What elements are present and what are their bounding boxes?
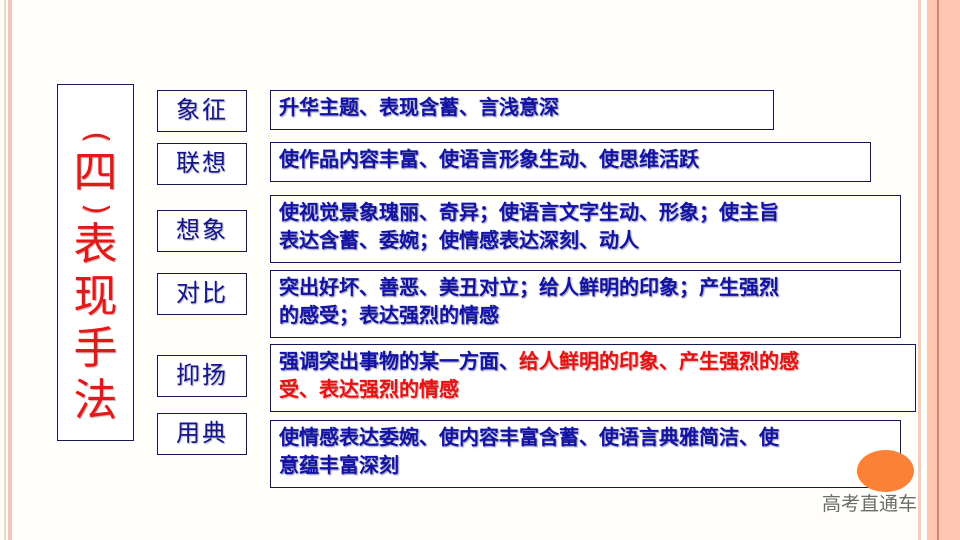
decorative-stripe-right: [918, 0, 921, 540]
technique-desc-imagination: 使视觉景象瑰丽、奇异；使语言文字生动、形象；使主旨 表达含蓄、委婉；使情感表达深…: [270, 195, 901, 263]
decorative-stripe-right: [937, 0, 939, 540]
decorative-stripe-left: [8, 0, 12, 540]
technique-desc-symbolism: 升华主题、表现含蓄、言浅意深: [270, 90, 774, 130]
decorative-stripe-right: [927, 0, 960, 540]
desc-text: 使作品内容丰富、使语言形象生动、使思维活跃: [279, 147, 699, 171]
desc-line: 强调突出事物的某一方面、给人鲜明的印象、产生强烈的感: [279, 347, 907, 375]
close-paren: ): [78, 203, 114, 215]
desc-line: 使情感表达委婉、使内容丰富含蓄、使语言典雅简洁、使: [279, 425, 779, 449]
desc-line: 使视觉景象瑰丽、奇异；使语言文字生动、形象；使主旨: [279, 200, 779, 224]
decorative-stripe-left: [4, 0, 6, 540]
decorative-stripe-right: [923, 0, 927, 540]
orange-circle-decoration: [857, 450, 914, 492]
technique-label-suppression-elevation: 抑扬: [157, 355, 247, 397]
desc-line: 突出好坏、善恶、美丑对立；给人鲜明的印象；产生强烈: [279, 275, 779, 299]
desc-text: 升华主题、表现含蓄、言浅意深: [279, 95, 559, 119]
title-char: 法: [73, 375, 118, 426]
title-char: 四: [73, 147, 118, 198]
title-char: 手: [73, 323, 118, 374]
open-paren: (: [78, 131, 114, 143]
desc-text-blue: 强调突出事物的某一方面、: [279, 349, 519, 373]
section-title-box: ( 四 ) 表 现 手 法: [57, 84, 134, 441]
desc-line: 的感受；表达强烈的情感: [279, 303, 499, 327]
technique-label-association: 联想: [157, 143, 247, 185]
technique-desc-association: 使作品内容丰富、使语言形象生动、使思维活跃: [270, 142, 871, 182]
technique-desc-suppression-elevation: 强调突出事物的某一方面、给人鲜明的印象、产生强烈的感 受、表达强烈的情感: [270, 344, 916, 412]
watermark: 高考直通车: [822, 493, 918, 515]
technique-label-imagination: 想象: [157, 210, 247, 252]
technique-label-symbolism: 象征: [157, 90, 247, 132]
technique-desc-contrast: 突出好坏、善恶、美丑对立；给人鲜明的印象；产生强烈 的感受；表达强烈的情感: [270, 270, 901, 338]
desc-text-highlight: 给人鲜明的印象、产生强烈的感: [519, 349, 799, 373]
technique-label-allusion: 用典: [157, 413, 247, 455]
desc-line-highlight: 受、表达强烈的情感: [279, 377, 459, 401]
technique-desc-allusion: 使情感表达委婉、使内容丰富含蓄、使语言典雅简洁、使 意蕴丰富深刻: [270, 420, 901, 488]
section-title: ( 四 ) 表 现 手 法: [58, 127, 133, 427]
desc-line: 表达含蓄、委婉；使情感表达深刻、动人: [279, 228, 639, 252]
technique-label-contrast: 对比: [157, 273, 247, 315]
title-char: 表: [73, 219, 118, 270]
title-char: 现: [73, 271, 118, 322]
desc-line: 意蕴丰富深刻: [279, 453, 399, 477]
